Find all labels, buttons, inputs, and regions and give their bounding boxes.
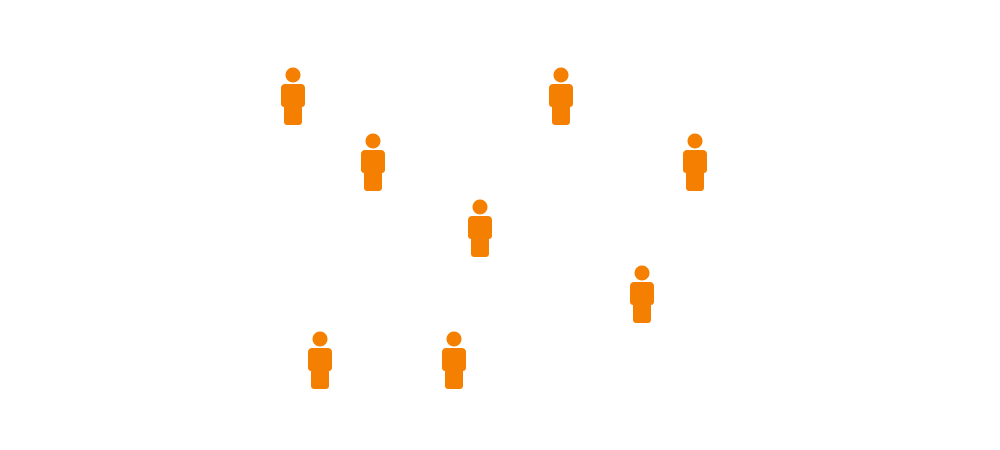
person-icon [281,67,305,125]
person-icon [468,199,492,257]
person-icon [442,331,466,389]
person-head [365,133,381,149]
person-body [308,348,332,389]
person-head [687,133,703,149]
person-body [442,348,466,389]
person-body [361,150,385,191]
person-body [468,216,492,257]
person-body [683,150,707,191]
person-head [285,67,301,83]
person-body [630,282,654,323]
person-body [549,84,573,125]
person-head [472,199,488,215]
person-icon [308,331,332,389]
person-icon [361,133,385,191]
person-head [553,67,569,83]
person-icon [549,67,573,125]
person-icon [630,265,654,323]
person-head [634,265,650,281]
person-icon [683,133,707,191]
person-head [312,331,328,347]
person-head [446,331,462,347]
person-body [281,84,305,125]
